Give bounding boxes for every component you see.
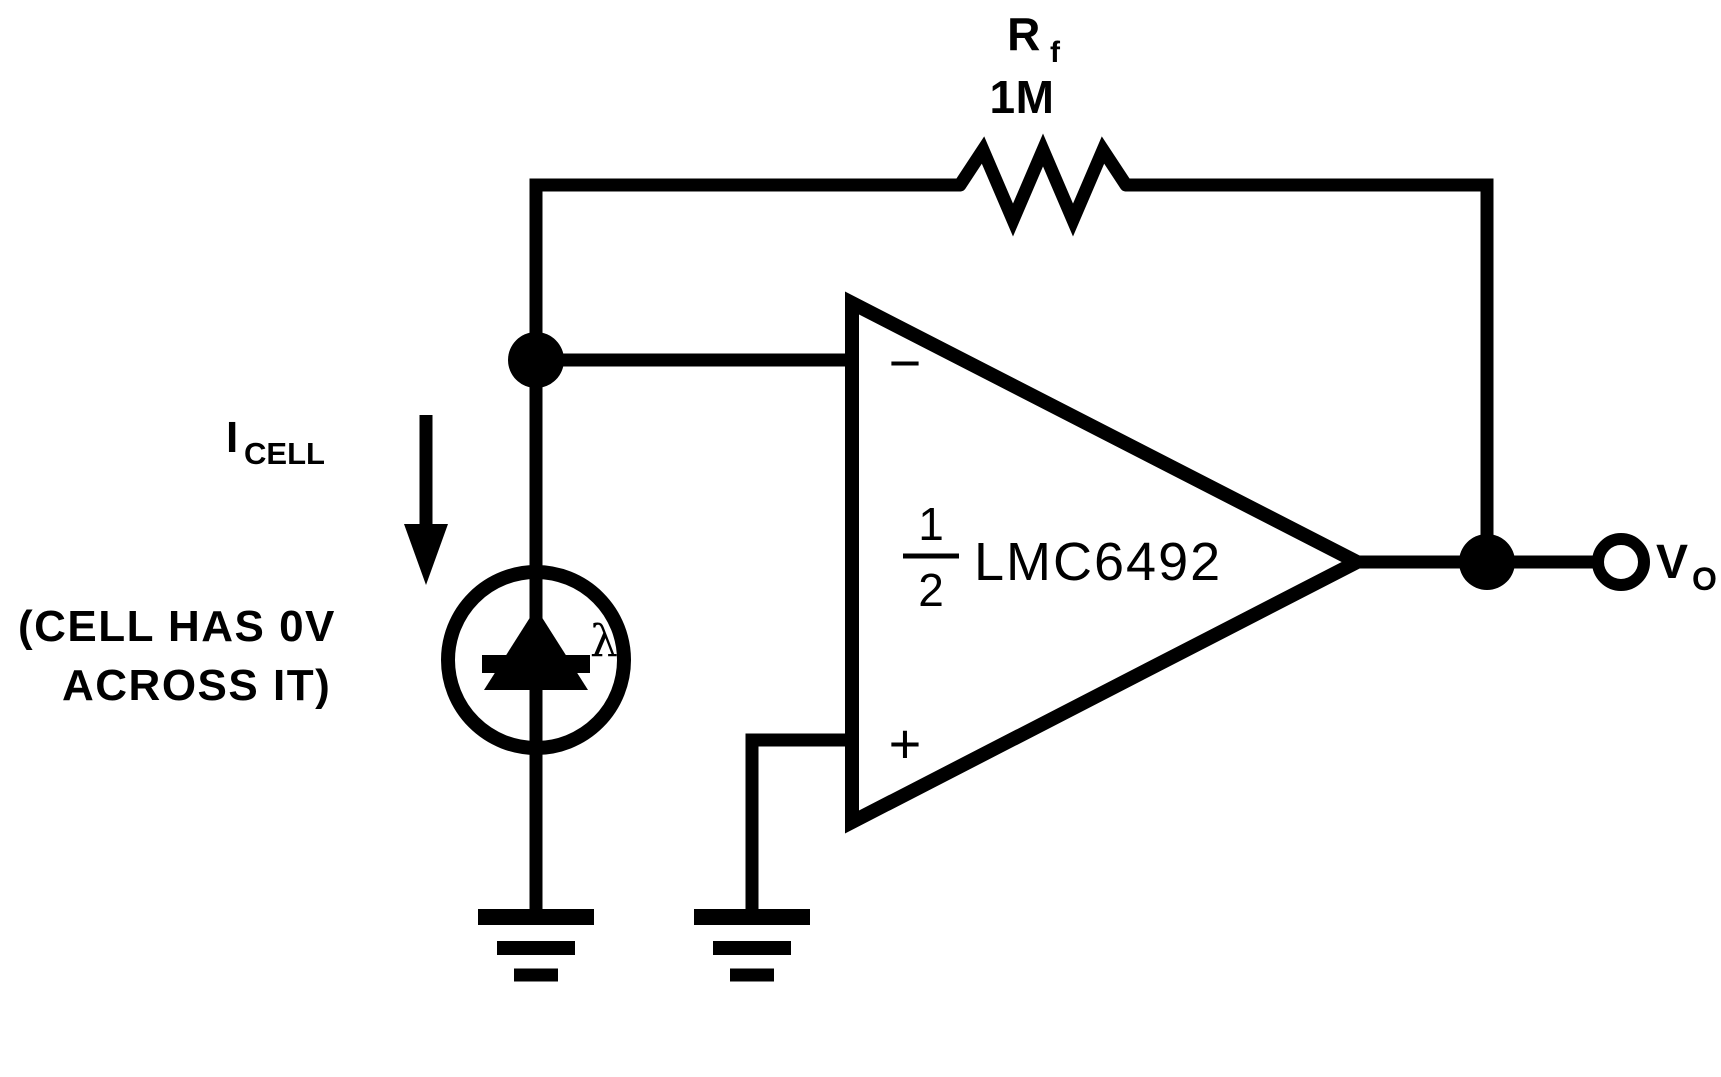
output-voltage-symbol: V <box>1656 536 1688 589</box>
output-label: V O <box>1656 536 1717 597</box>
resistor-value: 1M <box>990 71 1055 123</box>
current-label-icell: I CELL <box>226 413 325 471</box>
current-symbol: I <box>226 413 238 462</box>
resistor-zigzag-rf <box>953 133 1133 237</box>
feedback-wire-left <box>529 178 960 360</box>
output-voltage-subscript: O <box>1692 561 1717 597</box>
output-terminal-ring <box>1592 533 1650 591</box>
feedback-wire-right <box>1126 178 1494 545</box>
current-symbol-subscript: CELL <box>244 436 325 471</box>
noninverting-input-sign: + <box>889 712 922 775</box>
noninverting-input-net <box>694 733 852 982</box>
current-arrow-icell <box>404 415 448 585</box>
opamp-part-label: 1 2 LMC6492 <box>903 498 1222 616</box>
photodiode-note-line-2: ACROSS IT) <box>62 661 331 710</box>
inverting-input-sign: − <box>889 331 922 394</box>
output-junction-dot <box>1459 534 1515 590</box>
resistor-designator-subscript: f <box>1050 36 1061 69</box>
output-net <box>1357 533 1650 591</box>
opamp-fraction-numerator: 1 <box>918 498 944 550</box>
resistor-designator: R <box>1007 8 1041 60</box>
opamp-fraction-denominator: 2 <box>918 564 944 616</box>
wire-plus-input-to-ground <box>745 733 852 920</box>
inverting-input-net <box>508 332 852 590</box>
photodiode-symbol <box>441 565 631 920</box>
opamp-triangle-body <box>845 291 1373 834</box>
feedback-resistor-label: R f 1M <box>990 8 1061 123</box>
feedback-network <box>529 133 1494 545</box>
ground-symbol-photodiode <box>478 909 594 982</box>
opamp-lmc6492 <box>845 291 1373 834</box>
photodiode-note: (CELL HAS 0V ACROSS IT) <box>18 602 336 710</box>
opamp-part-number: LMC6492 <box>974 532 1222 592</box>
photodiode-note-line-1: (CELL HAS 0V <box>18 602 336 651</box>
current-arrow-head <box>404 524 448 585</box>
wavelength-lambda-icon: λ <box>590 616 618 667</box>
